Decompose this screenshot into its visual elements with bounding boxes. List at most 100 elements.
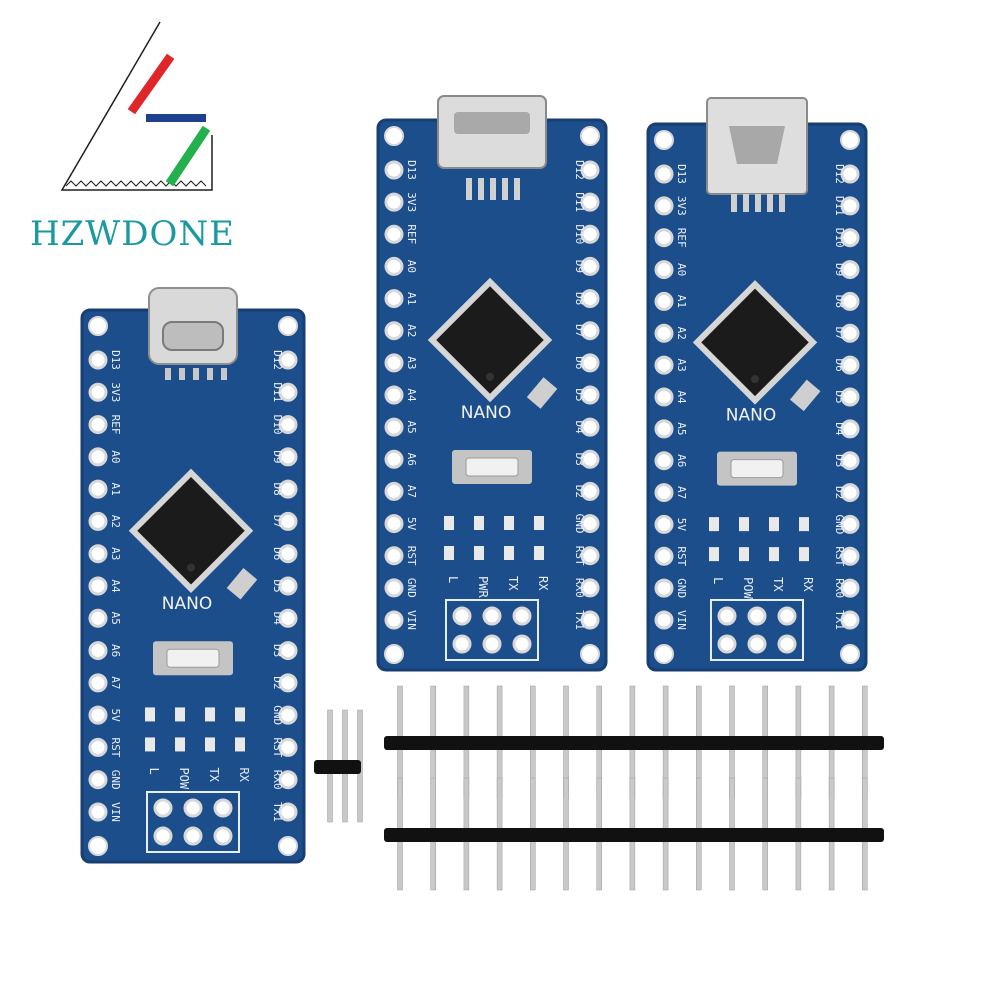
mounting-hole	[840, 130, 860, 150]
pin-hole	[580, 256, 600, 276]
pin-label: RST	[675, 546, 688, 566]
led-bottom	[145, 737, 155, 752]
pin-hole	[384, 256, 404, 276]
pin-hole	[384, 321, 404, 341]
pin-label: D12	[833, 164, 846, 184]
chip-dot	[751, 375, 759, 384]
pin-header-strip-1	[384, 685, 884, 799]
pin-hole	[88, 511, 108, 531]
connector-lead	[743, 194, 749, 212]
connector-lead	[193, 368, 199, 380]
pin-hole	[278, 737, 298, 757]
icsp-hole	[747, 606, 767, 626]
pin-label: A4	[675, 390, 688, 404]
pin-label: D4	[271, 612, 284, 626]
led-bottom	[474, 546, 484, 560]
pin-label: 5V	[109, 709, 122, 723]
pin-label: TX1	[833, 610, 846, 630]
pin-label: A3	[405, 356, 418, 369]
pin-label: RST	[109, 737, 122, 757]
pin-hole	[278, 641, 298, 661]
pin-label: D5	[271, 579, 284, 592]
pin-label: D2	[573, 485, 586, 498]
pin-hole	[278, 544, 298, 564]
pin-hole	[840, 483, 860, 503]
mounting-hole	[654, 644, 674, 664]
pin-label: A6	[675, 454, 688, 467]
led-bottom	[504, 546, 514, 560]
led-top	[235, 707, 245, 722]
mounting-hole	[654, 130, 674, 150]
pin-label: D6	[271, 547, 284, 560]
pin-hole	[88, 673, 108, 693]
pin-hole	[580, 160, 600, 180]
pin-label: RST	[271, 737, 284, 757]
microcontroller-chip	[692, 280, 818, 405]
icsp-hole	[183, 826, 203, 846]
pin-header-strip-2	[384, 777, 884, 891]
led-label: RX	[536, 576, 550, 591]
led-top	[769, 517, 779, 532]
pin-hole	[278, 350, 298, 370]
mini-usb-port	[729, 126, 785, 164]
pin-label: A1	[675, 295, 688, 308]
pin-hole	[580, 321, 600, 341]
pin-hole	[88, 350, 108, 370]
pin-hole	[384, 578, 404, 598]
header-plastic-strip	[384, 828, 884, 842]
pin-hole	[88, 737, 108, 757]
led-label: POW	[177, 767, 191, 789]
pin-hole	[654, 387, 674, 407]
pin-label: A5	[109, 612, 122, 625]
pin-label: D8	[833, 295, 846, 308]
pin-hole	[88, 770, 108, 790]
led-top	[799, 517, 809, 532]
pin-label: D5	[833, 390, 846, 403]
pin-hole	[580, 546, 600, 566]
pin-label: A0	[675, 263, 688, 276]
chip-dot	[187, 563, 196, 572]
led-label: RX	[801, 577, 815, 592]
pin-label: 3V3	[675, 196, 688, 216]
crystal-component	[526, 377, 558, 409]
pin-hole	[580, 289, 600, 309]
mounting-hole	[88, 316, 108, 336]
pin-label: D6	[833, 359, 846, 372]
pin-hole	[654, 514, 674, 534]
pin-label: GND	[109, 770, 122, 790]
crystal-component	[789, 379, 821, 412]
pin-hole	[654, 610, 674, 630]
pin-label: D12	[573, 160, 586, 180]
pin-hole	[278, 511, 298, 531]
pin-label: TX1	[271, 802, 284, 822]
pin-hole	[384, 514, 404, 534]
pin-hole	[88, 479, 108, 499]
mounting-hole	[580, 126, 600, 146]
mounting-hole	[384, 126, 404, 146]
pin-hole	[580, 353, 600, 373]
connector-lead	[478, 178, 484, 200]
pin-hole	[654, 260, 674, 280]
pin-hole	[654, 164, 674, 184]
icsp-hole	[452, 606, 472, 626]
led-label: TX	[207, 767, 221, 782]
connector-lead	[221, 368, 227, 380]
pin-hole	[580, 481, 600, 501]
pin-label: D3	[573, 453, 586, 466]
connector-lead	[731, 194, 737, 212]
pin-label: D8	[271, 483, 284, 496]
led-top	[175, 707, 185, 722]
pin-label: D7	[271, 515, 284, 528]
pin-label: GND	[271, 705, 284, 725]
pin-label: D3	[833, 454, 846, 467]
pin-hole	[840, 578, 860, 598]
chip-dot	[486, 372, 494, 381]
pin-label: A5	[405, 421, 418, 434]
pin-hole	[840, 164, 860, 184]
pin-hole	[88, 802, 108, 822]
connector-lead	[755, 194, 761, 212]
pin-label: D11	[573, 192, 586, 212]
pin-hole	[384, 481, 404, 501]
